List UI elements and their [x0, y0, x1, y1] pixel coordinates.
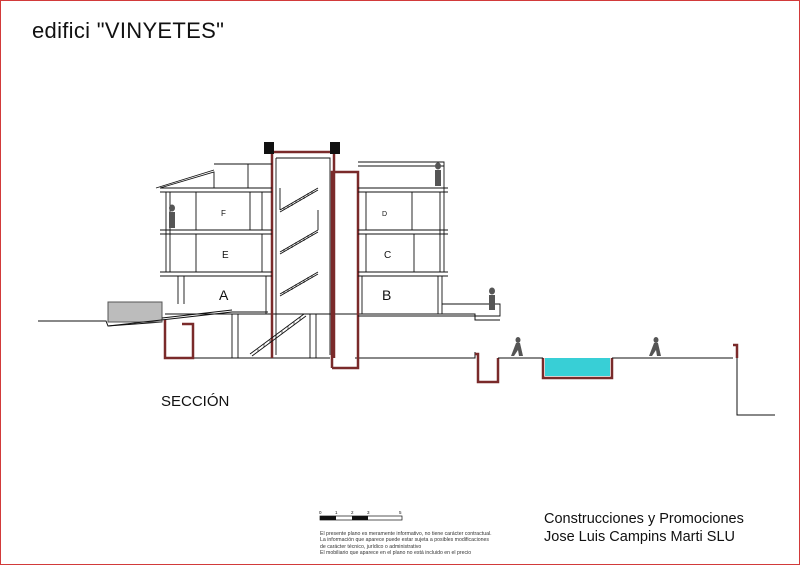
section-label: SECCIÓN	[161, 393, 230, 410]
unit-label-f: F	[221, 209, 226, 218]
company-line-2: Jose Luis Campins Marti SLU	[544, 529, 735, 545]
scale-tick-1: 1	[335, 510, 338, 515]
unit-label-b: B	[382, 287, 391, 303]
chimney-right	[330, 142, 340, 154]
company-name: Construcciones y Promociones Jose Luis C…	[544, 510, 744, 546]
unit-label-a: A	[219, 287, 229, 303]
unit-label-d: D	[382, 211, 387, 218]
terrain-left	[38, 320, 163, 327]
people-figures	[169, 162, 661, 356]
scale-bar: 0 1 2 3 5	[319, 510, 403, 521]
disclaimer-line: El presente plano es meramente informati…	[320, 531, 492, 537]
scale-tick-5: 5	[399, 510, 402, 515]
drawing-title: edifici "VINYETES"	[32, 18, 225, 43]
scale-tick-2: 2	[351, 510, 354, 515]
scale-tick-3: 3	[367, 510, 370, 515]
disclaimer-line: de carácter técnico, jurídico o administ…	[320, 543, 422, 550]
disclaimer-note: El presente plano es meramente informati…	[320, 531, 492, 557]
entrance-ramp	[107, 311, 268, 327]
disclaimer-line: El mobiliario que aparece en el plano no…	[320, 550, 472, 557]
chimney-left	[264, 142, 274, 154]
scale-tick-0: 0	[319, 510, 322, 515]
unit-label-c: C	[384, 250, 391, 261]
company-line-1: Construcciones y Promociones	[544, 511, 744, 527]
disclaimer-line: La información que aparece puede estar s…	[320, 537, 489, 544]
swimming-pool	[545, 358, 610, 376]
unit-label-e: E	[222, 250, 229, 261]
stone-wall	[107, 301, 163, 323]
